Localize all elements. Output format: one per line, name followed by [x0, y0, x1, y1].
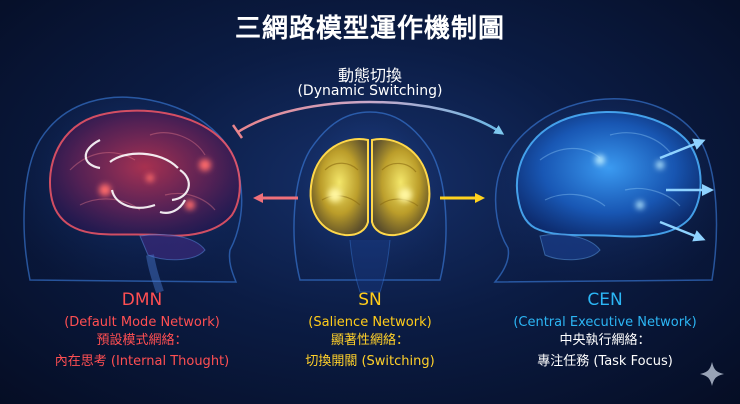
sparkle-icon	[700, 362, 724, 386]
switching-arc-stop	[231, 124, 244, 139]
cen-brain	[516, 111, 702, 238]
switching-label-zh: 動態切換	[337, 66, 402, 85]
dmn-loop-arrows	[84, 139, 190, 214]
cen-focus-arrow-top	[659, 138, 706, 160]
dmn-name-zh: 預設模式網絡：	[96, 333, 188, 348]
dmn-head	[23, 96, 243, 294]
sn-brain-left	[309, 138, 369, 237]
cen-head	[493, 98, 718, 283]
sn-name-zh: 顯著性網絡：	[330, 333, 409, 348]
cen-function: 專注任務 (Task Focus)	[537, 354, 673, 369]
sn-function: 切換開關 (Switching)	[305, 354, 435, 369]
sn-brain-right	[371, 138, 431, 237]
cen-gyri	[539, 132, 681, 207]
switching-label-en: (Dynamic Switching)	[297, 83, 443, 99]
cen-cerebellum	[539, 234, 601, 261]
dmn-brainstem	[146, 254, 164, 294]
sn-abbr: SN	[358, 290, 382, 310]
dmn-function: 內在思考 (Internal Thought)	[54, 354, 230, 369]
cen-name-zh: 中央執行網絡：	[559, 333, 651, 348]
dmn-abbr: DMN	[121, 290, 163, 310]
dmn-full-name: (Default Mode Network)	[64, 315, 220, 330]
cen-abbr: CEN	[587, 290, 623, 310]
dmn-cerebellum	[139, 234, 206, 261]
sn-full-name: (Salience Network)	[308, 315, 432, 330]
cen-full-name: (Central Executive Network)	[513, 315, 697, 330]
sn-hotspots	[328, 188, 412, 202]
cen-hotspots	[595, 155, 664, 209]
switching-arc	[237, 100, 505, 135]
sn-head	[293, 111, 447, 293]
cen-focus-arrow-bottom	[659, 220, 706, 242]
dmn-hotspots	[99, 159, 211, 210]
diagram-title: 三網路模型運作機制圖	[234, 14, 505, 44]
sn-neck	[349, 239, 391, 293]
